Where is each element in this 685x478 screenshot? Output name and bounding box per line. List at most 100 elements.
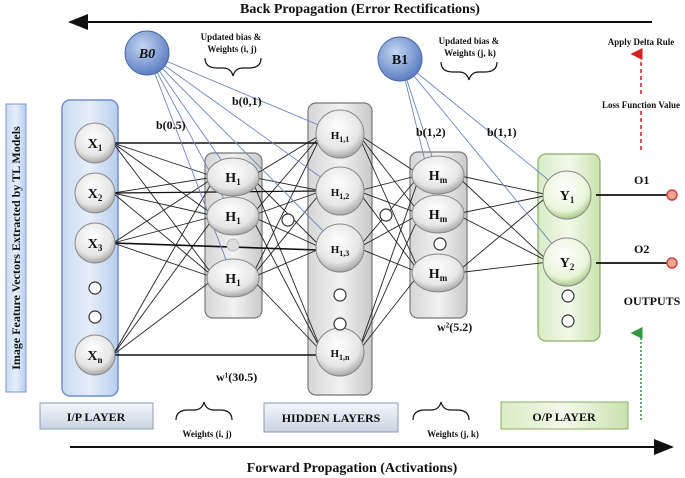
node-label-main: H xyxy=(225,210,236,225)
node-label: H1,2 xyxy=(331,187,350,201)
feature-vectors-label: Image Feature Vectors Extracted by TL Mo… xyxy=(9,126,23,370)
node-circle xyxy=(315,223,365,273)
node-hidden-b-h1-1: H1,1 xyxy=(315,109,365,159)
node-label-sub: 1 xyxy=(236,177,241,187)
ellipsis-dot xyxy=(333,317,347,331)
delta-rule-label: Apply Delta Rule xyxy=(608,37,675,47)
connection-line xyxy=(455,213,550,263)
connection-line xyxy=(250,190,323,279)
node-label-main: H xyxy=(429,208,440,223)
node-hidden-c-hm: Hm xyxy=(411,253,465,293)
node-label-main: H xyxy=(429,267,440,282)
connection-line xyxy=(357,133,421,215)
node-label-sub: 3 xyxy=(98,243,103,253)
weights-ij-label: Weights (i, j) xyxy=(182,429,231,439)
ellipsis-dot xyxy=(88,310,102,324)
node-circle xyxy=(411,253,465,293)
node-label-sub: m xyxy=(440,273,448,283)
output-layer-label-box xyxy=(500,401,629,430)
bias-line xyxy=(146,52,234,178)
node-hidden-a-h1: H1 xyxy=(206,157,260,197)
connection-line xyxy=(357,213,421,249)
connection-line xyxy=(250,215,323,249)
node-label: H1 xyxy=(225,210,241,226)
node-label-sub: 1,3 xyxy=(339,249,349,258)
node-label-sub: m xyxy=(440,175,448,185)
ellipsis-dot xyxy=(561,314,575,328)
bias-note-ij-line: Weights (i, j) xyxy=(207,44,256,54)
bias-line xyxy=(399,58,568,263)
node-label: Hm xyxy=(429,267,448,283)
node-label: X2 xyxy=(88,187,103,203)
node-label-main: X xyxy=(88,187,98,202)
ellipsis-dot xyxy=(333,288,347,302)
node-label: Hm xyxy=(429,208,448,224)
node-label: H1,1 xyxy=(331,130,350,144)
bias-line xyxy=(399,58,568,196)
ellipsis-dot xyxy=(281,213,295,227)
outputs-label: OUTPUTS xyxy=(624,294,681,308)
brace-weights-ij xyxy=(175,401,233,421)
connection-line xyxy=(357,133,421,176)
brace-bias-jk xyxy=(440,61,498,81)
node-circle xyxy=(206,196,260,236)
node-circle xyxy=(206,258,260,298)
edge-label-w1: w¹(30.5) xyxy=(216,370,257,384)
connection-line xyxy=(112,215,216,244)
node-circle xyxy=(315,327,365,377)
node-label-main: H xyxy=(225,171,236,186)
connection-line xyxy=(455,174,550,196)
node-circle xyxy=(206,157,260,197)
node-label-sub: 1 xyxy=(236,278,241,288)
node-circle xyxy=(74,222,116,264)
connection-line xyxy=(250,176,323,249)
output-label-o1: O1 xyxy=(634,173,649,187)
node-label-sub: 1 xyxy=(236,216,241,226)
edge-label-b01: b(0,1) xyxy=(232,94,262,108)
bias-line xyxy=(146,52,234,279)
bias-node-b0 xyxy=(124,30,170,76)
connection-line xyxy=(357,133,421,274)
connection-line xyxy=(250,190,323,217)
output-terminal-o1 xyxy=(666,189,678,201)
node-input-x2: X2 xyxy=(74,172,116,214)
bias-node-b0-label: B0 xyxy=(138,47,155,62)
node-hidden-b-h1-3: H1,3 xyxy=(315,223,365,273)
connection-line xyxy=(112,242,216,279)
back-propagation-title: Back Propagation (Error Rectifications) xyxy=(240,2,480,17)
node-label: X3 xyxy=(88,237,103,253)
node-hidden-a-h1: H1 xyxy=(206,196,260,236)
node-label-sub: 2 xyxy=(98,193,103,203)
node-label: H1,n xyxy=(330,348,350,362)
node-label: Hm xyxy=(429,169,448,185)
connection-line xyxy=(357,190,421,274)
node-hidden-c-hm: Hm xyxy=(411,194,465,234)
connection-line xyxy=(357,174,421,353)
connection-line xyxy=(112,176,216,244)
connection-line xyxy=(112,242,319,251)
node-label-main: H xyxy=(331,187,340,199)
node-label-sub: 1,1 xyxy=(339,135,349,144)
node-circle xyxy=(74,172,116,214)
connection-line xyxy=(455,174,550,263)
loss-label-bg xyxy=(586,97,685,111)
node-circle xyxy=(315,166,365,216)
node-label-sub: 1 xyxy=(98,143,103,153)
node-label: X1 xyxy=(88,137,103,153)
node-output-y1: Y1 xyxy=(542,170,592,220)
node-hidden-a-h1: H1 xyxy=(206,258,260,298)
node-circle xyxy=(411,155,465,195)
connection-line xyxy=(357,213,421,353)
ellipsis-dot xyxy=(226,238,240,252)
connection-line xyxy=(250,215,323,353)
node-hidden-c-hm: Hm xyxy=(411,155,465,195)
input-layer-label: I/P LAYER xyxy=(67,410,126,424)
bias-line xyxy=(146,52,341,192)
node-label-main: H xyxy=(330,348,339,360)
bias-note-ij: Updated bias & Weights (i, j) xyxy=(201,32,264,54)
node-circle xyxy=(542,237,592,287)
connection-line xyxy=(112,176,216,356)
connection-line xyxy=(455,261,550,274)
bias-line xyxy=(146,52,341,135)
